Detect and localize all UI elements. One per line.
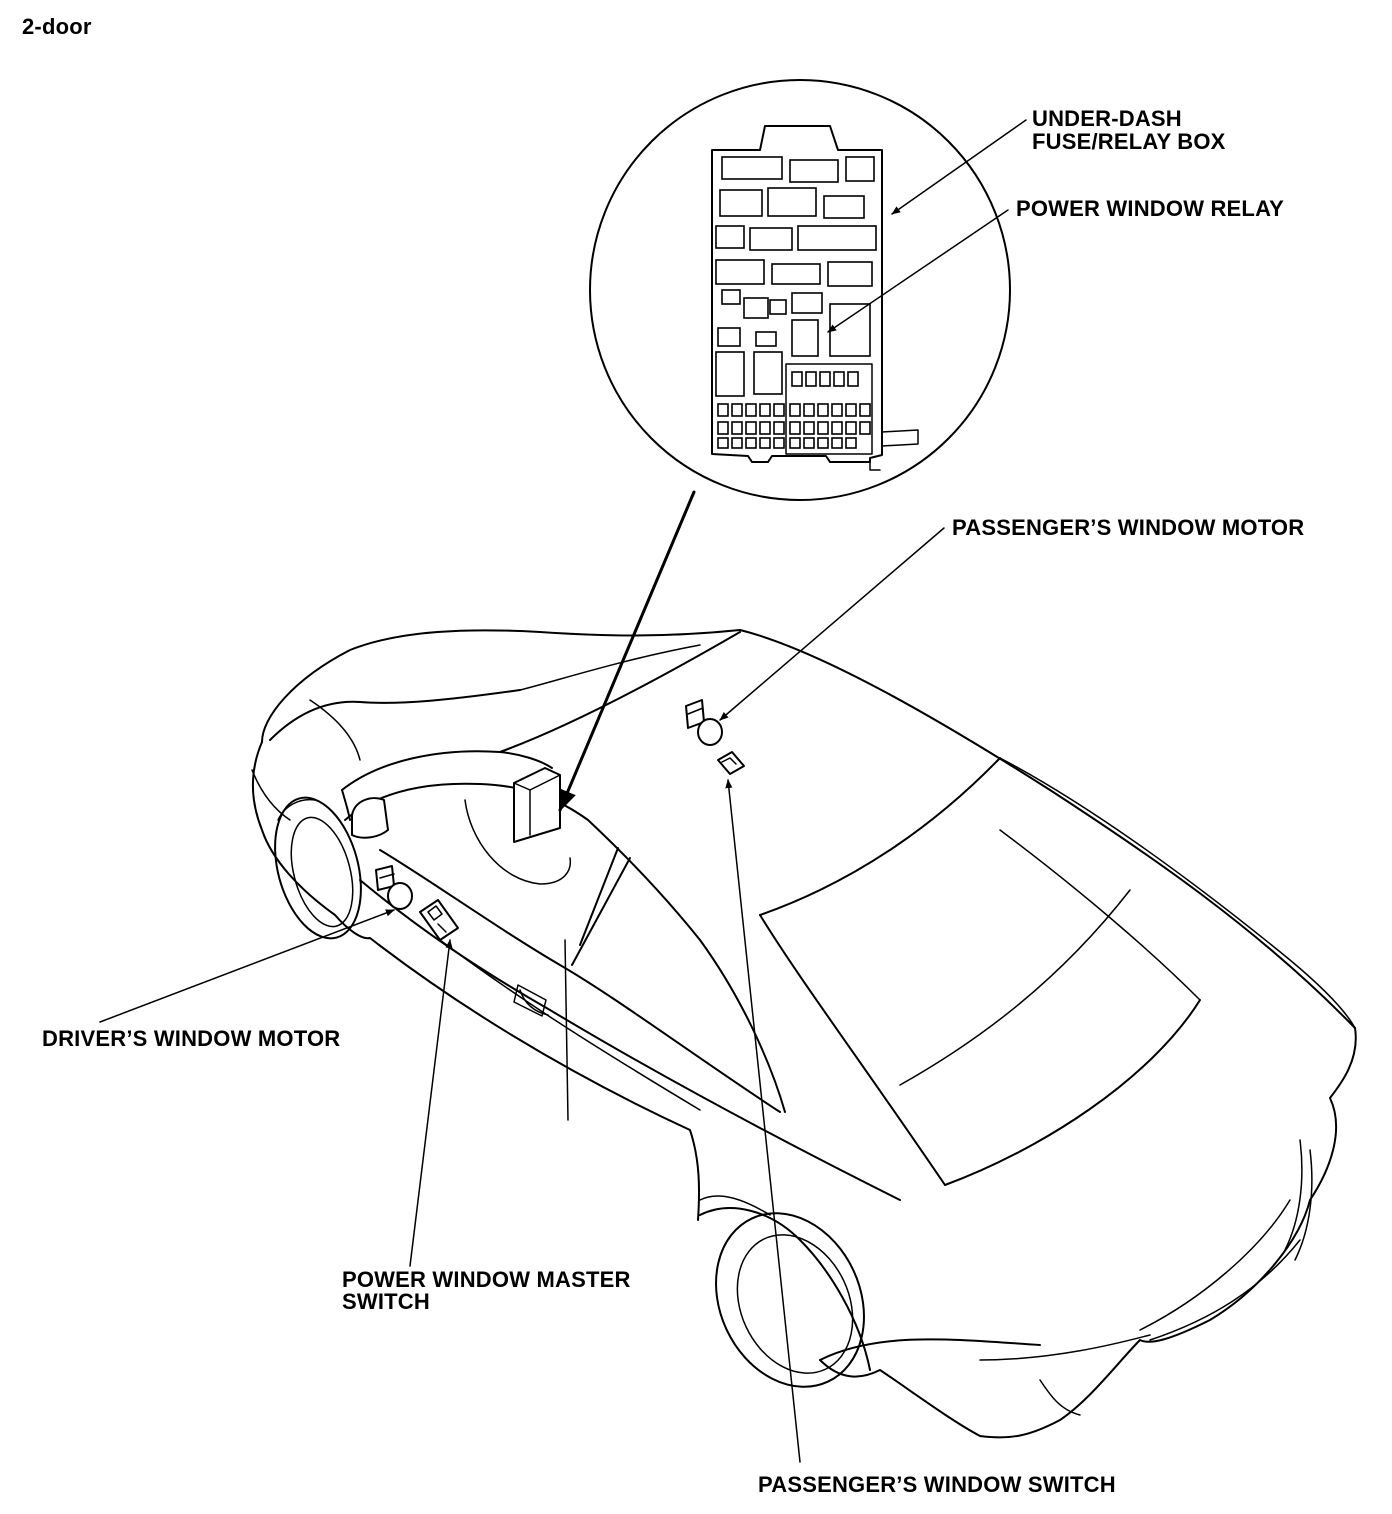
- leader-under-dash: [891, 119, 1027, 215]
- fuse-grid: [717, 371, 871, 449]
- fuse-relay-box-detail: [711, 125, 919, 471]
- power-window-relay-block: [791, 319, 819, 357]
- driver-window-motor-icon: [375, 865, 413, 910]
- leader-relay: [827, 209, 1009, 333]
- label-master-switch-line2: SWITCH: [342, 1289, 430, 1314]
- car-body: [251, 629, 1357, 1439]
- diagram-title: 2-door: [22, 14, 92, 39]
- leader-passenger-switch: [725, 779, 801, 1463]
- label-master-switch-line1: POWER WINDOW MASTER: [342, 1267, 631, 1292]
- leader-circle-to-car: [558, 490, 696, 813]
- label-under-dash-line2: FUSE/RELAY BOX: [1032, 129, 1226, 154]
- label-under-dash-line1: UNDER-DASH: [1032, 106, 1182, 131]
- leader-driver-motor: [99, 909, 395, 1023]
- label-passenger-window-switch: PASSENGER’S WINDOW SWITCH: [758, 1472, 1116, 1497]
- zoom-detail-circle: [589, 79, 1011, 501]
- label-power-window-relay: POWER WINDOW RELAY: [1016, 196, 1284, 221]
- fuse-box-in-car: [513, 767, 561, 843]
- leader-lines: [99, 119, 1027, 1463]
- passenger-window-switch-icon: [717, 751, 745, 775]
- leader-passenger-motor: [719, 527, 945, 721]
- label-passenger-window-motor: PASSENGER’S WINDOW MOTOR: [952, 515, 1304, 540]
- master-switch-icon: [419, 899, 459, 941]
- label-driver-window-motor: DRIVER’S WINDOW MOTOR: [42, 1026, 340, 1051]
- passenger-window-motor-icon: [685, 699, 723, 746]
- leader-master-switch: [409, 939, 453, 1267]
